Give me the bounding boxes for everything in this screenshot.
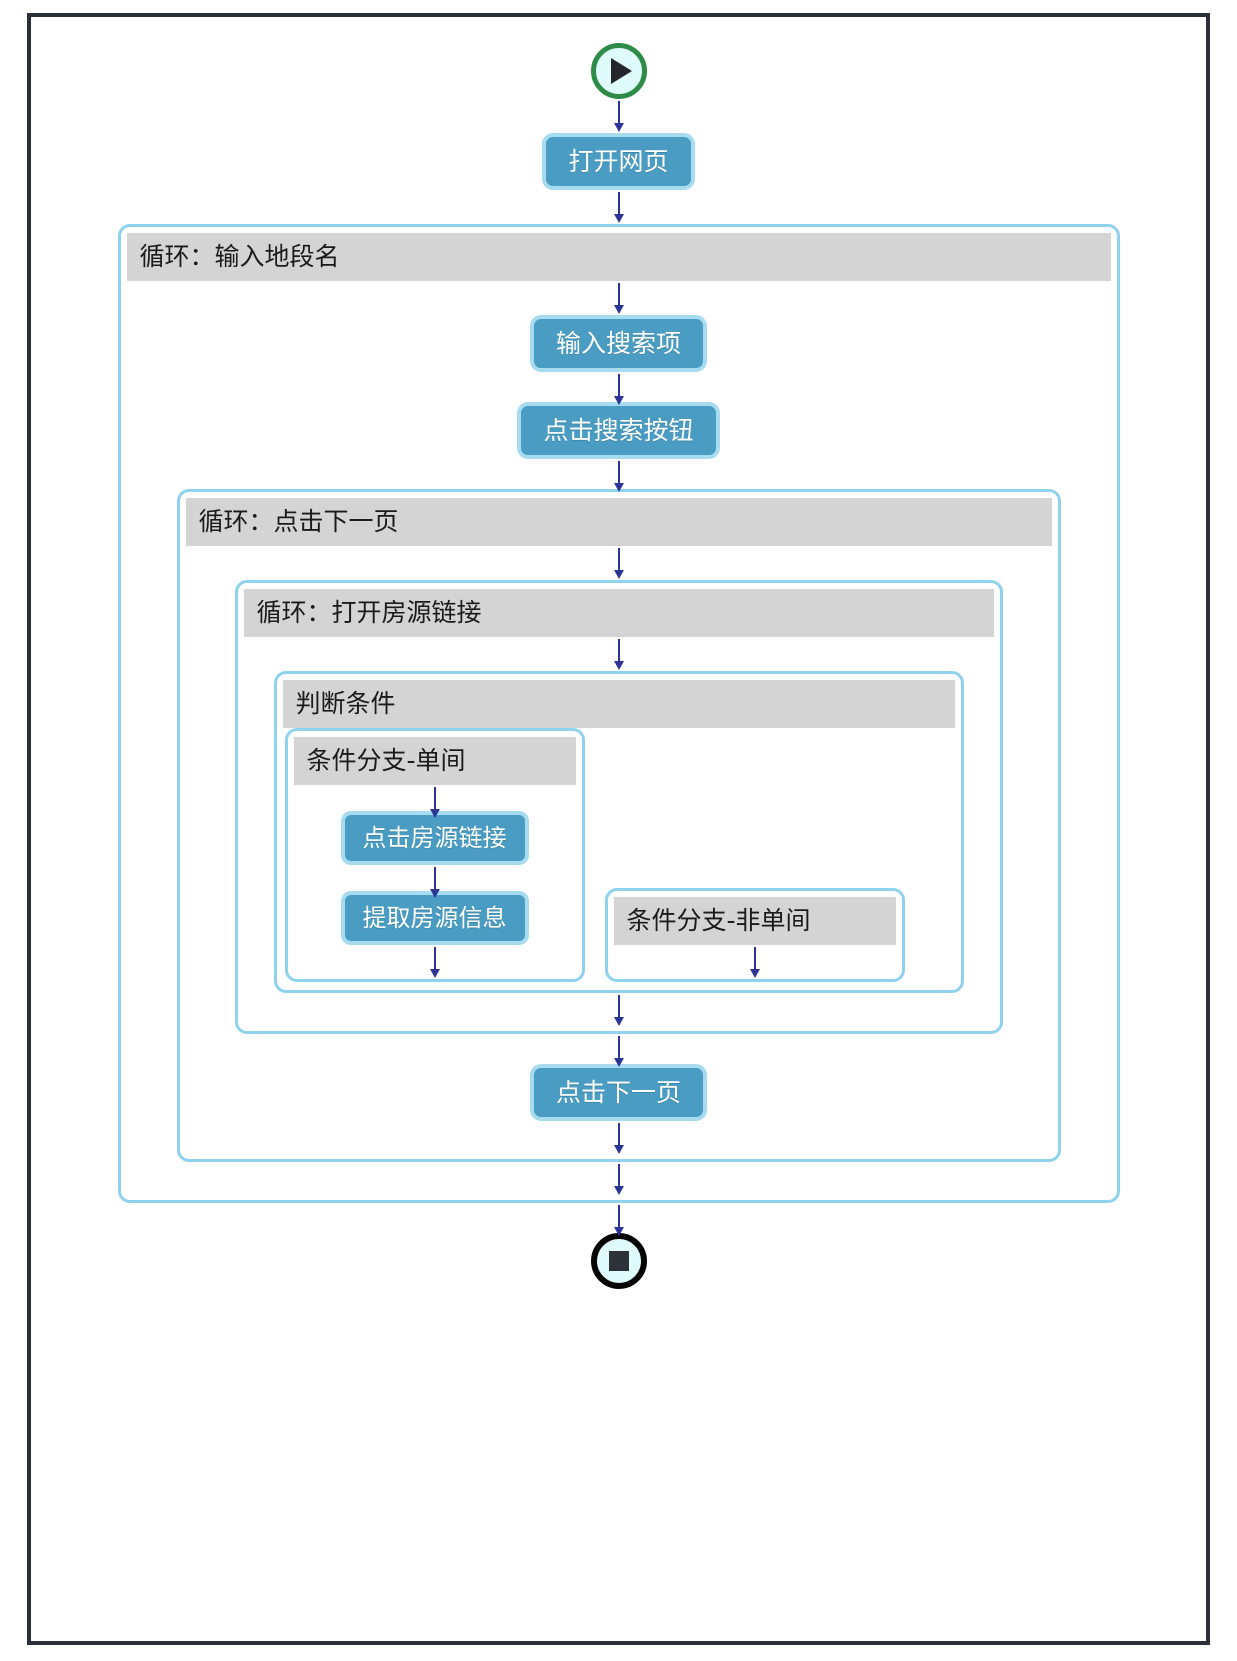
step-click-search-button[interactable]: 点击搜索按钮 (517, 402, 720, 459)
connector-arrow-icon (428, 785, 442, 818)
play-icon (611, 58, 632, 84)
branch-title-single-room: 条件分支-单间 (293, 737, 576, 785)
connector-arrow-icon (612, 993, 626, 1026)
connector-arrow-icon (612, 459, 626, 492)
flow-root: 打开网页 循环：输入地段名 输入搜索项 点击搜索按钮 循环：点击下一页 (31, 17, 1206, 1641)
connector-arrow-icon (612, 1203, 626, 1236)
step-click-listing-link[interactable]: 点击房源链接 (340, 811, 529, 865)
loop-title-open-listing: 循环：打开房源链接 (243, 589, 994, 637)
end-node[interactable] (590, 1233, 647, 1289)
step-extract-listing-info[interactable]: 提取房源信息 (340, 891, 529, 945)
loop-block-open-listing[interactable]: 循环：打开房源链接 判断条件 (234, 580, 1003, 1034)
condition-branches: 条件分支-单间 点击房源链接 提取房源信息 (283, 728, 955, 982)
loop-body-open-listing: 判断条件 条件分支-单间 点击房源链接 (244, 637, 994, 1026)
connector-arrow-icon (428, 865, 442, 898)
loop-block-next-page[interactable]: 循环：点击下一页 循环：打开房源链接 判断条件 (176, 489, 1061, 1162)
connector-arrow-icon (612, 281, 626, 315)
connector-arrow-icon (748, 945, 762, 978)
connector-arrow-icon (612, 1162, 626, 1195)
connector-arrow-icon (612, 190, 626, 224)
loop-body-next-page: 循环：打开房源链接 判断条件 (186, 546, 1052, 1154)
branch-title-non-single-room: 条件分支-非单间 (613, 897, 896, 945)
start-node[interactable] (590, 43, 647, 99)
connector-arrow-icon (612, 99, 626, 133)
loop-body-area-name: 输入搜索项 点击搜索按钮 循环：点击下一页 循环：打开房源链接 (127, 281, 1111, 1195)
stop-icon (608, 1251, 629, 1271)
branch-block-single-room[interactable]: 条件分支-单间 点击房源链接 提取房源信息 (284, 728, 585, 982)
connector-arrow-icon (612, 637, 626, 671)
branch-block-non-single-room[interactable]: 条件分支-非单间 (604, 888, 905, 982)
step-click-next-page[interactable]: 点击下一页 (529, 1064, 707, 1121)
condition-title: 判断条件 (282, 680, 955, 728)
connector-arrow-icon (612, 1121, 626, 1154)
step-input-search-term[interactable]: 输入搜索项 (529, 315, 707, 372)
loop-block-area-name[interactable]: 循环：输入地段名 输入搜索项 点击搜索按钮 循环：点击下一页 (117, 224, 1120, 1203)
connector-arrow-icon (612, 372, 626, 405)
branch-body-single-room: 点击房源链接 提取房源信息 (294, 785, 576, 978)
diagram-frame: 打开网页 循环：输入地段名 输入搜索项 点击搜索按钮 循环：点击下一页 (27, 13, 1210, 1645)
step-open-page[interactable]: 打开网页 (542, 133, 695, 190)
loop-title-next-page: 循环：点击下一页 (185, 498, 1052, 546)
branch-body-non-single-room (614, 945, 896, 978)
connector-arrow-icon (428, 945, 442, 978)
connector-arrow-icon (612, 1034, 626, 1067)
condition-block[interactable]: 判断条件 条件分支-单间 点击房源链接 (273, 671, 964, 993)
loop-title-area-name: 循环：输入地段名 (126, 233, 1111, 281)
connector-arrow-icon (612, 546, 626, 580)
